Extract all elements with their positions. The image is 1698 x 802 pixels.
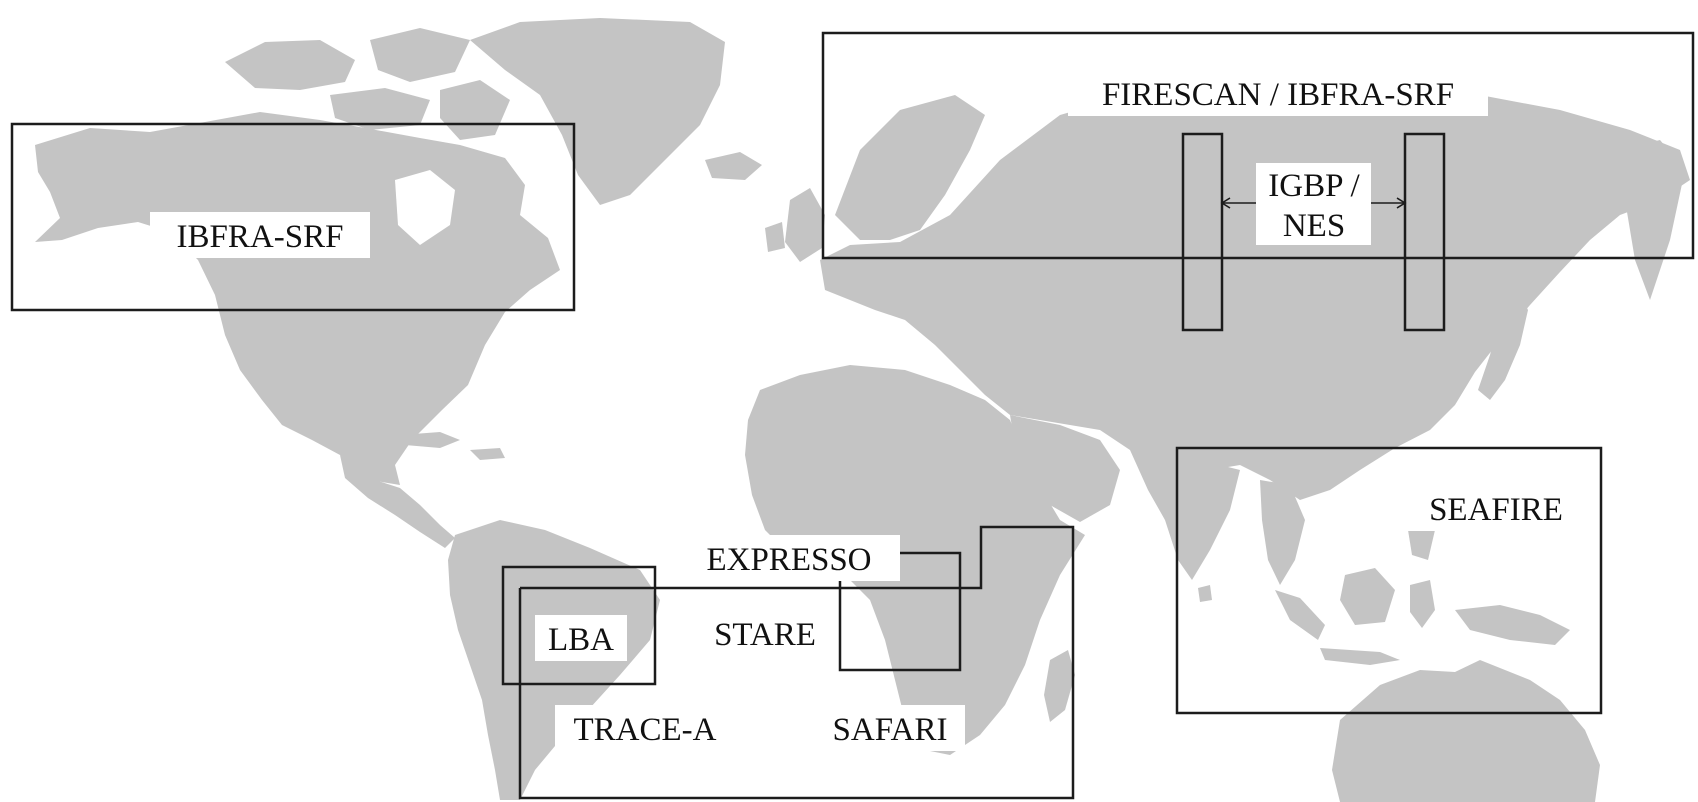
- africa: [745, 365, 1085, 755]
- label-expresso: EXPRESSO: [706, 542, 871, 578]
- land-masses: [35, 18, 1690, 802]
- box-stare: [838, 551, 962, 672]
- iceland: [705, 152, 762, 180]
- box-lba: [501, 565, 657, 686]
- label-firescan-ibfra-srf: FIRESCAN / IBFRA-SRF: [1102, 77, 1454, 113]
- igbp-arrows: [1220, 197, 1407, 209]
- label-ibfra-srf: IBFRA-SRF: [177, 219, 344, 255]
- campaign-boxes: [10, 31, 1695, 800]
- box-firescan: [821, 31, 1695, 260]
- box-ibfra-srf-north-america: [10, 122, 576, 312]
- madagascar: [1044, 650, 1075, 722]
- label-igbp: IGBP /: [1268, 168, 1360, 204]
- central-america: [340, 455, 455, 548]
- label-nes: NES: [1283, 208, 1345, 244]
- label-trace-a: TRACE-A: [574, 712, 717, 748]
- india: [1150, 455, 1240, 580]
- sulawesi: [1410, 580, 1435, 628]
- label-safari: SAFARI: [833, 712, 948, 748]
- sumatra: [1275, 590, 1325, 640]
- north-america: [35, 112, 560, 485]
- label-seafire: SEAFIRE: [1429, 492, 1563, 528]
- label-lba: LBA: [548, 622, 614, 658]
- borneo: [1340, 568, 1395, 625]
- java: [1320, 648, 1400, 665]
- japan: [1478, 285, 1528, 400]
- australia: [1332, 660, 1600, 802]
- box-igbp-nes-east: [1403, 132, 1446, 332]
- eurasia: [820, 78, 1690, 520]
- scandinavia: [835, 95, 985, 240]
- greenland: [470, 18, 725, 205]
- british-isles: [785, 188, 825, 262]
- campaign-labels: IBFRA-SRF FIRESCAN / IBFRA-SRF IGBP / NE…: [150, 70, 1587, 751]
- box-safari: [518, 525, 1075, 800]
- arabia: [1010, 415, 1120, 522]
- box-igbp-nes-west: [1181, 132, 1224, 332]
- new-guinea: [1455, 605, 1570, 645]
- box-seafire: [1175, 446, 1603, 715]
- arctic-islands: [225, 40, 355, 90]
- label-stare: STARE: [714, 617, 816, 653]
